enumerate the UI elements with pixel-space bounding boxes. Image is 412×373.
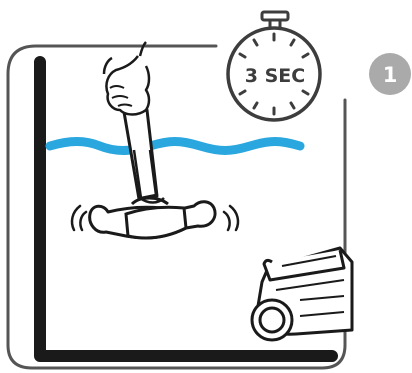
- step-badge: 1: [369, 53, 411, 95]
- stopwatch-icon: 3 SEC: [228, 12, 320, 120]
- water-line: [50, 142, 300, 151]
- hand-icon: [104, 42, 149, 115]
- timer-label: 3 SEC: [245, 65, 305, 87]
- pool-robot-icon: [252, 248, 352, 340]
- step-number: 1: [383, 63, 398, 87]
- pool-brush: [90, 198, 215, 238]
